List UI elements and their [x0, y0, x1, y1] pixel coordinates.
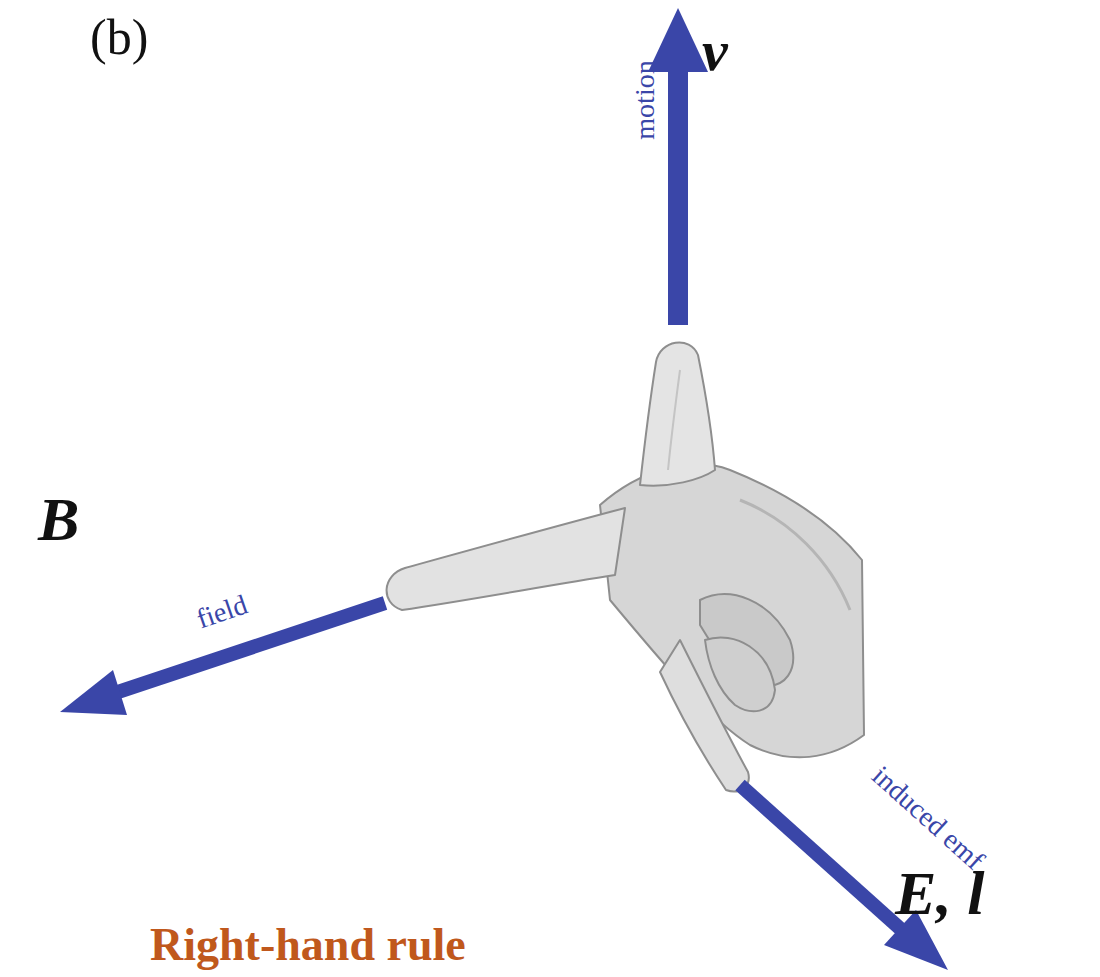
arrow-label: motion — [631, 60, 659, 139]
arrow-label: field — [193, 590, 251, 633]
velocity-symbol: v — [702, 22, 728, 80]
hand-illustration — [387, 342, 864, 791]
arrow-label: induced emf — [867, 761, 989, 875]
panel-label: (b) — [90, 12, 148, 62]
velocity-arrow — [648, 8, 708, 325]
field-symbol: B — [38, 488, 79, 550]
caption: Right-hand rule — [150, 922, 466, 968]
